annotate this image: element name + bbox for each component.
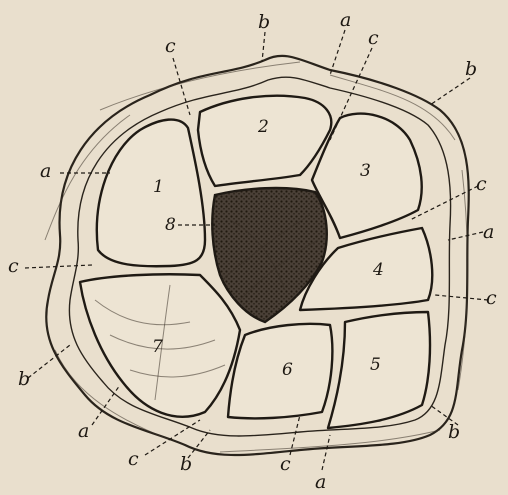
label-c-right-upper: c: [476, 173, 487, 195]
label-c-right-lower: c: [486, 287, 497, 309]
label-b-left: b: [18, 368, 30, 390]
label-a-left: a: [40, 160, 51, 182]
cell-2: [198, 96, 331, 186]
cell-1: [97, 120, 205, 267]
cell-number-2: 2: [257, 117, 269, 137]
label-b-top: b: [258, 11, 270, 33]
cell-number-7: 7: [152, 337, 163, 357]
label-c-bottom-left: c: [128, 448, 139, 470]
cell-number-6: 6: [282, 360, 293, 380]
cell-number-5: 5: [370, 355, 381, 375]
label-a-bottom-left: a: [78, 420, 89, 442]
label-b-bottom-right: b: [448, 421, 460, 443]
label-a-bottom: a: [315, 471, 326, 493]
label-a-top: a: [340, 9, 351, 31]
label-b-bottom: b: [180, 453, 192, 475]
cell-6: [228, 324, 332, 418]
cell-number-3: 3: [360, 161, 371, 181]
cell-number-1: 1: [153, 177, 164, 197]
cell-number-8: 8: [165, 215, 176, 235]
cell-number-4: 4: [372, 260, 384, 280]
label-b-top-right: b: [465, 58, 477, 80]
label-c-top-right: c: [368, 27, 379, 49]
label-c-bottom: c: [280, 453, 291, 475]
label-a-right: a: [483, 221, 494, 243]
label-c-top-left: c: [165, 35, 176, 57]
label-c-left: c: [8, 255, 19, 277]
